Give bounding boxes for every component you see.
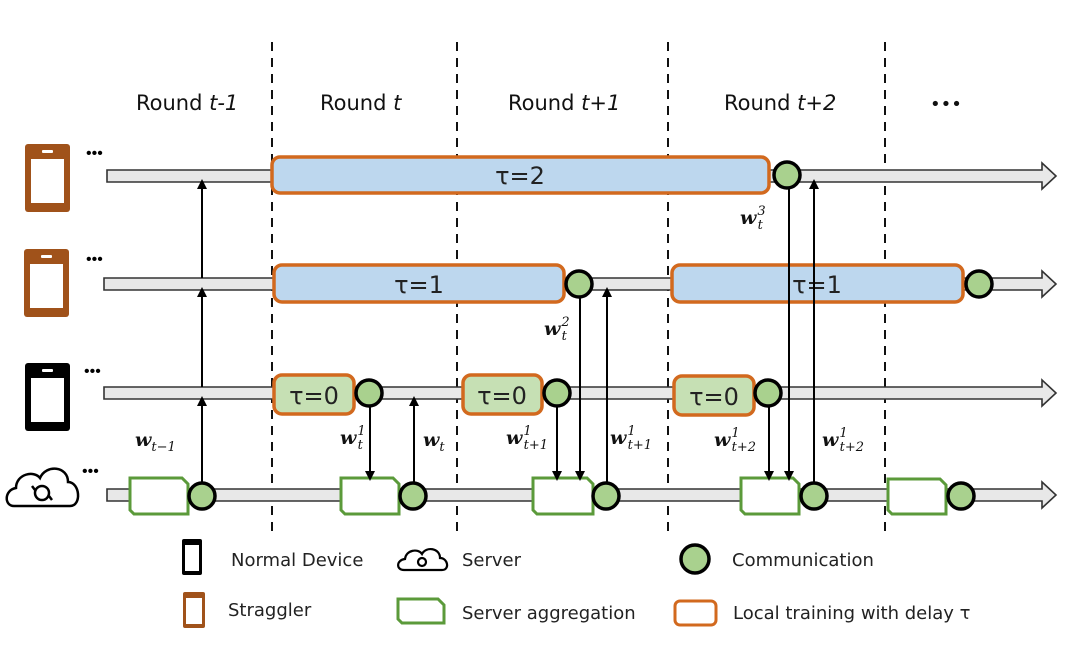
training-box: τ=0 (672, 374, 756, 417)
training-box: τ=2 (270, 155, 771, 195)
row-ellipsis: ••• (84, 363, 101, 380)
aggregation-box (739, 476, 801, 516)
legend-straggler-icon (183, 592, 205, 628)
legend-server-label: Server (462, 550, 522, 571)
round-label: Round t-1 (136, 91, 238, 115)
aggregation-box (886, 477, 948, 516)
training-box: τ=0 (461, 373, 544, 416)
row-ellipsis: ••• (86, 251, 103, 268)
training-box: τ=1 (272, 263, 566, 304)
round-label: Round t+1 (508, 91, 620, 115)
legend-local-training-label: Local training with delay τ (733, 603, 970, 624)
svg-text:τ=0: τ=0 (289, 382, 339, 410)
legend-server-aggregation-icon (396, 597, 446, 625)
legend-normal-device-icon (182, 539, 202, 575)
aggregation-box (339, 476, 401, 516)
legend: Normal Device Server Communication Strag… (182, 539, 970, 628)
communication-circle (591, 481, 621, 511)
svg-text:τ=1: τ=1 (394, 271, 444, 299)
legend-normal-device-label: Normal Device (231, 550, 363, 571)
communication-circle (799, 481, 829, 511)
straggler-phone-icon (25, 144, 70, 212)
round-label: Round t (320, 91, 402, 115)
training-box: τ=1 (670, 263, 965, 304)
row-ellipsis: ••• (86, 145, 103, 162)
weight-label: wt (423, 429, 445, 455)
server-cloud-icon (5, 467, 80, 508)
straggler-phone-icon (24, 249, 69, 317)
legend-communication-label: Communication (732, 550, 874, 571)
communication-circle (772, 160, 802, 190)
aggregation-box (531, 476, 595, 516)
communication-circle (564, 269, 594, 299)
legend-local-training-icon (673, 599, 718, 627)
server-aggregation-boxes (128, 476, 948, 516)
communication-circle (946, 481, 976, 511)
svg-text:τ=0: τ=0 (477, 382, 527, 410)
rounds-ellipsis: ••• (930, 94, 962, 115)
communication-circle (354, 378, 384, 408)
legend-server-icon (397, 548, 449, 572)
training-box: τ=0 (272, 373, 356, 416)
legend-server-aggregation-label: Server aggregation (462, 603, 636, 624)
normal-phone-icon (25, 363, 70, 431)
communication-circle (542, 378, 572, 408)
row-ellipsis: ••• (82, 463, 99, 480)
communication-circle (187, 481, 217, 511)
communication-circle (964, 269, 994, 299)
svg-text:τ=0: τ=0 (689, 383, 739, 411)
communication-points (187, 160, 994, 511)
aggregation-box (128, 476, 190, 516)
weight-label: wt−1 (135, 429, 176, 455)
round-label: Round t+2 (724, 91, 836, 115)
legend-straggler-label: Straggler (228, 600, 312, 621)
svg-text:τ=1: τ=1 (792, 271, 842, 299)
legend-communication-icon (679, 543, 711, 575)
message-arrows (197, 179, 819, 483)
svg-text:τ=2: τ=2 (495, 162, 545, 190)
communication-circle (753, 378, 783, 408)
communication-circle (398, 481, 428, 511)
